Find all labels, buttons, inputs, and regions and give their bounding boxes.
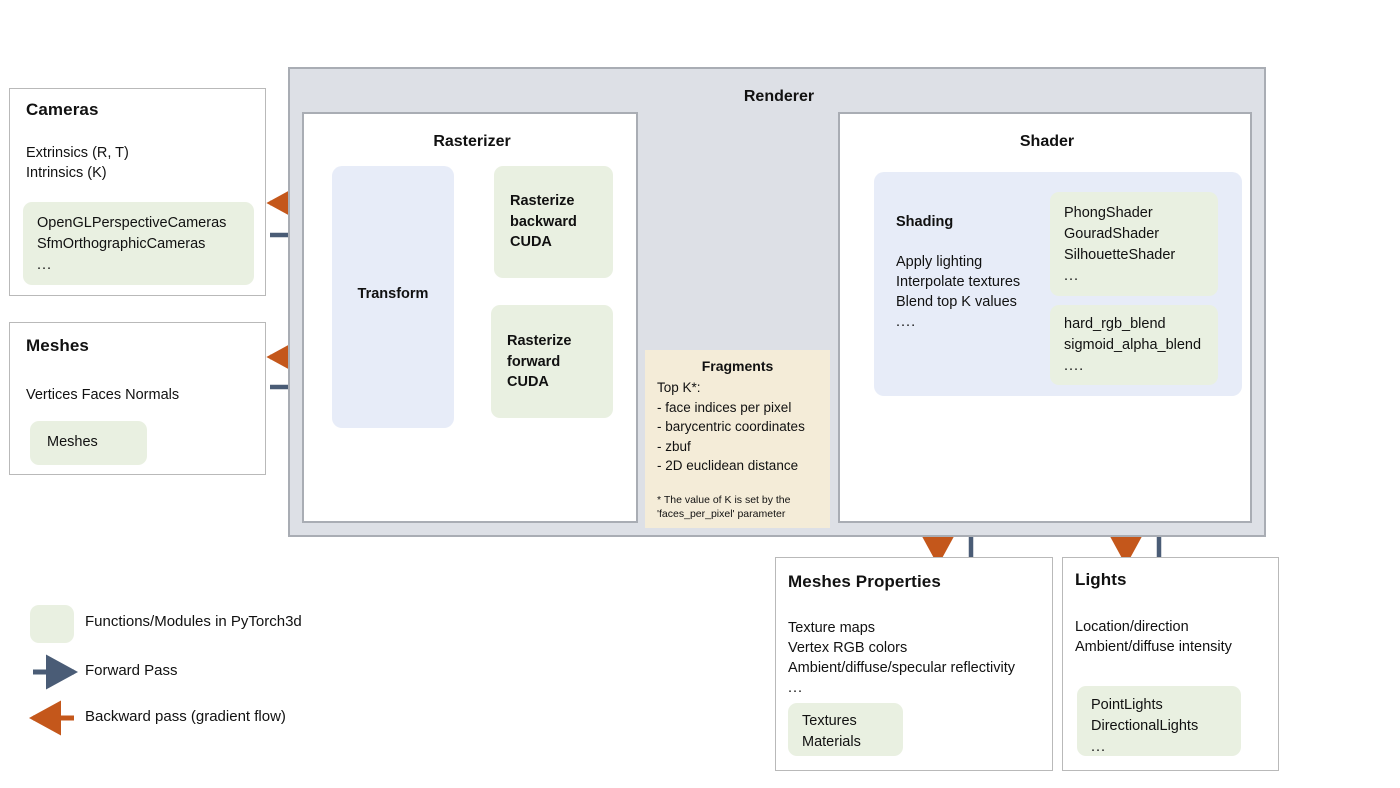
fragments-block: Fragments Top K*: - face indices per pix… [645,350,830,528]
shader-classes-chip[interactable]: PhongShader GouradShader SilhouetteShade… [1050,192,1218,296]
cameras-modules-chip[interactable]: OpenGLPerspectiveCameras SfmOrthographic… [23,202,254,285]
blend-function-2: .... [1064,358,1085,374]
rasterize-forward-line-3: CUDA [507,374,549,390]
shader-class-2: SilhouetteShader [1064,247,1176,263]
shading-block[interactable]: Shading Apply lighting Interpolate textu… [874,172,1242,396]
cameras-modules-list: OpenGLPerspectiveCameras SfmOrthographic… [37,213,255,276]
mesh-properties-module-1: Materials [802,734,861,750]
rasterize-forward-cuda-block[interactable]: Rasterize forward CUDA [491,305,613,418]
mesh-properties-title: Meshes Properties [788,572,941,591]
meshes-modules-list: Meshes [47,432,147,453]
lights-title: Lights [1075,570,1127,589]
fragments-list: Top K*: - face indices per pixel - baryc… [657,378,832,476]
meshes-attribute-0: Vertices Faces Normals [26,387,180,403]
rasterize-backward-line-3: CUDA [510,234,552,250]
shading-line-0: Apply lighting [896,254,983,270]
rasterize-backward-line-1: Rasterize [510,193,575,209]
fragments-item-3: - 2D euclidean distance [657,458,799,473]
fragments-note-line-0: * The value of K is set by the [657,494,791,506]
mesh-properties-modules-list: Textures Materials [802,711,902,753]
lights-card: Lights Location/direction Ambient/diffus… [1062,557,1279,771]
cameras-attribute-1: Intrinsics (K) [26,165,107,181]
legend-module-swatch [30,605,74,643]
shading-line-1: Interpolate textures [896,274,1021,290]
shading-title: Shading [896,214,954,230]
mesh-properties-attribute-3: ... [788,680,804,696]
rasterize-backward-cuda-block[interactable]: Rasterize backward CUDA [494,166,613,278]
mesh-properties-attribute-2: Ambient/diffuse/specular reflectivity [788,660,1016,676]
meshes-title: Meshes [26,336,89,355]
shader-class-0: PhongShader [1064,205,1153,221]
shading-lines: Apply lighting Interpolate textures Blen… [896,252,1076,332]
shading-line-2: Blend top K values [896,294,1017,310]
lights-module-2: ... [1091,739,1107,755]
shader-classes-list: PhongShader GouradShader SilhouetteShade… [1064,203,1222,287]
legend-backward-label: Backward pass (gradient flow) [85,708,286,725]
cameras-module-1: SfmOrthographicCameras [37,236,206,252]
legend: Functions/Modules in PyTorch3d Forward P… [30,600,450,750]
lights-modules-chip[interactable]: PointLights DirectionalLights ... [1077,686,1241,756]
lights-module-0: PointLights [1091,697,1163,713]
rasterize-backward-line-2: backward [510,213,577,230]
shading-line-3: .... [896,314,917,330]
shader-class-1: GouradShader [1064,226,1160,242]
legend-module-label: Functions/Modules in PyTorch3d [85,613,302,630]
lights-module-1: DirectionalLights [1091,718,1199,734]
meshes-attributes: Vertices Faces Normals [26,385,256,405]
cameras-attribute-0: Extrinsics (R, T) [26,145,129,161]
cameras-module-0: OpenGLPerspectiveCameras [37,215,227,231]
cameras-card: Cameras Extrinsics (R, T) Intrinsics (K)… [9,88,266,296]
renderer-title: Renderer [743,88,815,105]
meshes-modules-chip[interactable]: Meshes [30,421,147,465]
blend-functions-chip[interactable]: hard_rgb_blend sigmoid_alpha_blend .... [1050,305,1218,385]
shader-title: Shader [1019,133,1075,150]
lights-attributes: Location/direction Ambient/diffuse inten… [1075,617,1280,657]
mesh-properties-modules-chip[interactable]: Textures Materials [788,703,903,756]
mesh-properties-module-0: Textures [802,713,857,729]
transform-label: Transform [357,286,429,302]
lights-modules-list: PointLights DirectionalLights ... [1091,695,1241,758]
rasterize-forward-cuda-label: Rasterize forward CUDA [507,331,613,393]
blend-function-0: hard_rgb_blend [1064,316,1166,332]
fragments-title: Fragments [701,358,774,374]
mesh-properties-attribute-1: Vertex RGB colors [788,640,908,656]
fragments-note-line-1: 'faces_per_pixel' parameter [657,508,786,520]
blend-functions-list: hard_rgb_blend sigmoid_alpha_blend .... [1064,314,1222,377]
cameras-attributes: Extrinsics (R, T) Intrinsics (K) [26,143,256,183]
blend-function-1: sigmoid_alpha_blend [1064,337,1202,353]
meshes-module-0: Meshes [47,434,98,450]
meshes-card: Meshes Vertices Faces Normals Meshes [9,322,266,475]
rasterize-forward-line-1: Rasterize [507,333,572,349]
fragments-note: * The value of K is set by the 'faces_pe… [657,493,832,521]
rasterize-forward-line-2: forward [507,353,561,370]
rasterizer-title: Rasterizer [433,133,511,150]
cameras-title: Cameras [26,100,99,119]
shader-class-3: ... [1064,268,1080,284]
fragments-item-1: - barycentric coordinates [657,419,805,434]
rasterize-backward-cuda-label: Rasterize backward CUDA [510,191,613,253]
fragments-item-0: - face indices per pixel [657,399,792,415]
legend-forward-label: Forward Pass [85,662,178,679]
mesh-properties-card: Meshes Properties Texture maps Vertex RG… [775,557,1053,771]
lights-attribute-0: Location/direction [1075,619,1189,635]
mesh-properties-attribute-0: Texture maps [788,620,876,636]
fragments-item-2: - zbuf [657,438,691,454]
mesh-properties-attributes: Texture maps Vertex RGB colors Ambient/d… [788,618,1054,698]
cameras-module-2: ... [37,257,53,273]
fragments-intro: Top K*: [657,380,701,395]
lights-attribute-1: Ambient/diffuse intensity [1075,639,1232,655]
transform-block[interactable]: Transform [332,166,454,428]
